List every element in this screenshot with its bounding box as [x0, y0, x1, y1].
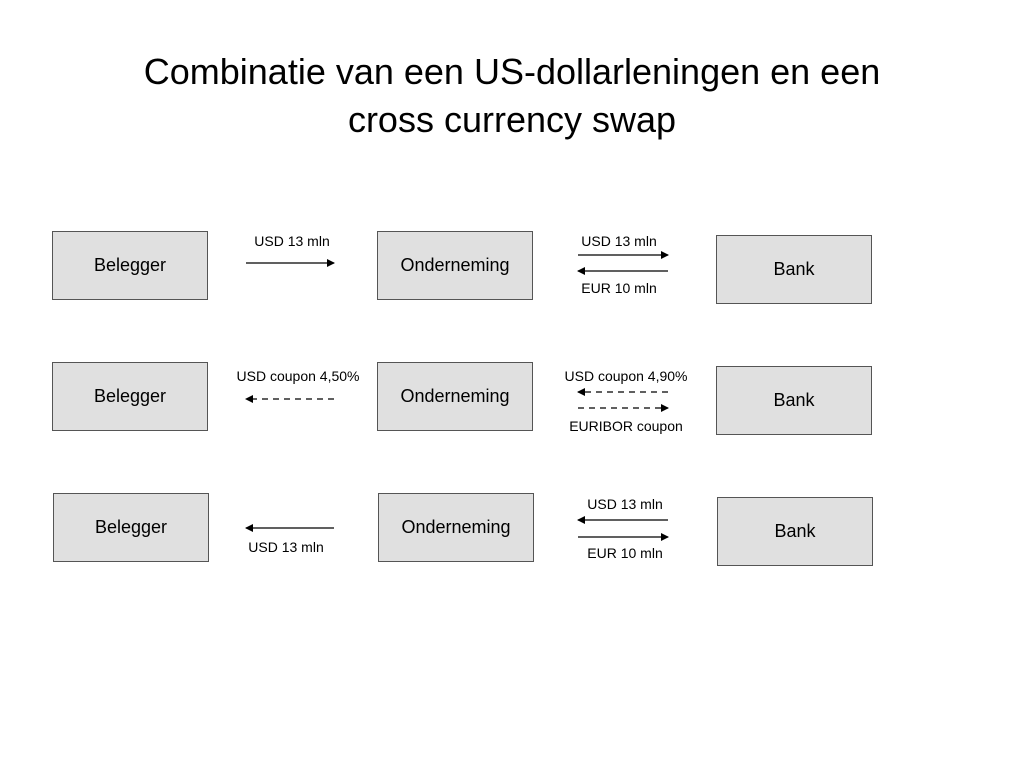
row1-right-top-label: USD 13 mln	[581, 233, 657, 249]
bank-box-2: Bank	[716, 366, 872, 435]
bank-box-3: Bank	[717, 497, 873, 566]
row2-right-top-label: USD coupon 4,90%	[564, 368, 688, 384]
row3-right-top-label: USD 13 mln	[587, 496, 663, 512]
belegger-box-1: Belegger	[52, 231, 208, 300]
row2-right-bottom-label: EURIBOR coupon	[569, 418, 683, 434]
title-line-2: cross currency swap	[347, 99, 677, 140]
row1-right-bottom-label: EUR 10 mln	[581, 280, 657, 296]
onderneming-box-1: Onderneming	[377, 231, 533, 300]
row2-left-label: USD coupon 4,50%	[236, 368, 360, 384]
row3-left-label: USD 13 mln	[248, 539, 324, 555]
bank-box-1: Bank	[716, 235, 872, 304]
row3-right-bottom-label: EUR 10 mln	[587, 545, 663, 561]
belegger-box-3: Belegger	[53, 493, 209, 562]
onderneming-box-2: Onderneming	[377, 362, 533, 431]
onderneming-box-3: Onderneming	[378, 493, 534, 562]
page-title: Combinatie van een US-dollarleningen en …	[0, 48, 1024, 144]
row1-left-label: USD 13 mln	[254, 233, 330, 249]
title-line-1: Combinatie van een US-dollarleningen en …	[143, 51, 881, 92]
belegger-box-2: Belegger	[52, 362, 208, 431]
